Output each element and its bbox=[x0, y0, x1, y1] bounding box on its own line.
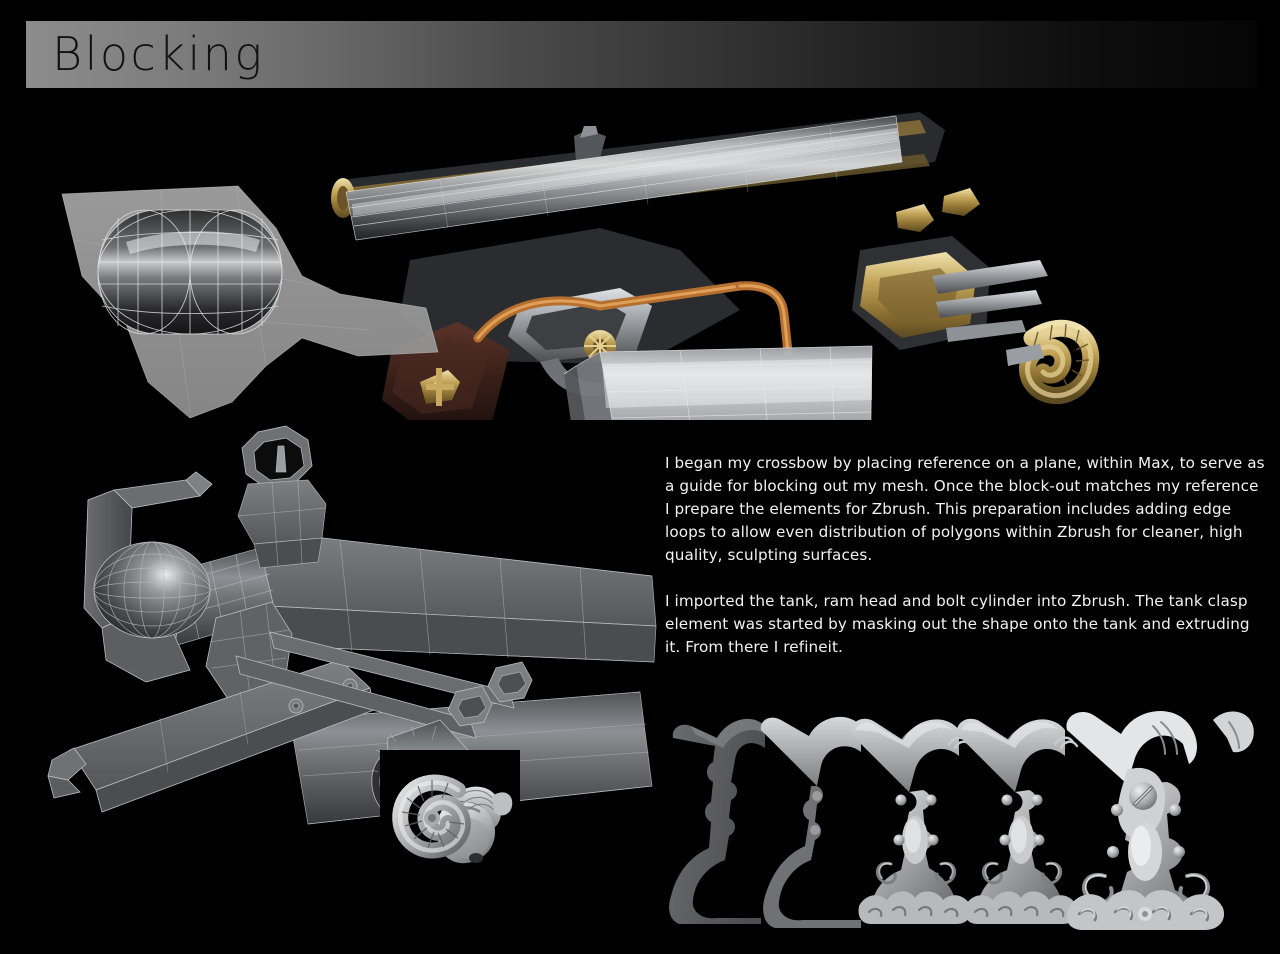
clasp-stage-1 bbox=[669, 718, 765, 924]
wireframe-crossbow-render bbox=[40, 420, 660, 920]
ram-horn-spiral bbox=[392, 774, 471, 859]
ram-horn-ornament bbox=[1019, 319, 1100, 405]
ram-head-sculpt bbox=[380, 750, 520, 870]
paragraph-2: I imported the tank, ram head and bolt c… bbox=[665, 592, 1250, 656]
description-text-block: I began my crossbow by placing reference… bbox=[665, 452, 1265, 659]
blockout-over-reference-render bbox=[40, 100, 1100, 420]
clasp-stage-4 bbox=[1066, 710, 1254, 930]
wf-ring-sight bbox=[237, 425, 327, 569]
page-title: Blocking bbox=[52, 27, 265, 81]
paragraph-1: I began my crossbow by placing reference… bbox=[665, 454, 1265, 564]
blockout-barrel bbox=[345, 115, 903, 241]
blockout-capsule bbox=[97, 209, 283, 335]
tank-clasp-sculpt-progression bbox=[665, 700, 1255, 930]
wf-tiller-arm bbox=[47, 659, 375, 813]
wf-main-rail bbox=[253, 529, 657, 663]
clasp-stage-2 bbox=[760, 716, 861, 928]
wf-limb-bolt bbox=[447, 661, 533, 727]
clasp-stage-3 bbox=[850, 718, 1079, 924]
wf-sphere bbox=[93, 541, 211, 639]
wf-brace-bars bbox=[235, 631, 515, 739]
title-banner bbox=[26, 21, 1258, 88]
blockout-tank bbox=[563, 345, 873, 420]
blockout-mesh-layer bbox=[61, 115, 903, 420]
